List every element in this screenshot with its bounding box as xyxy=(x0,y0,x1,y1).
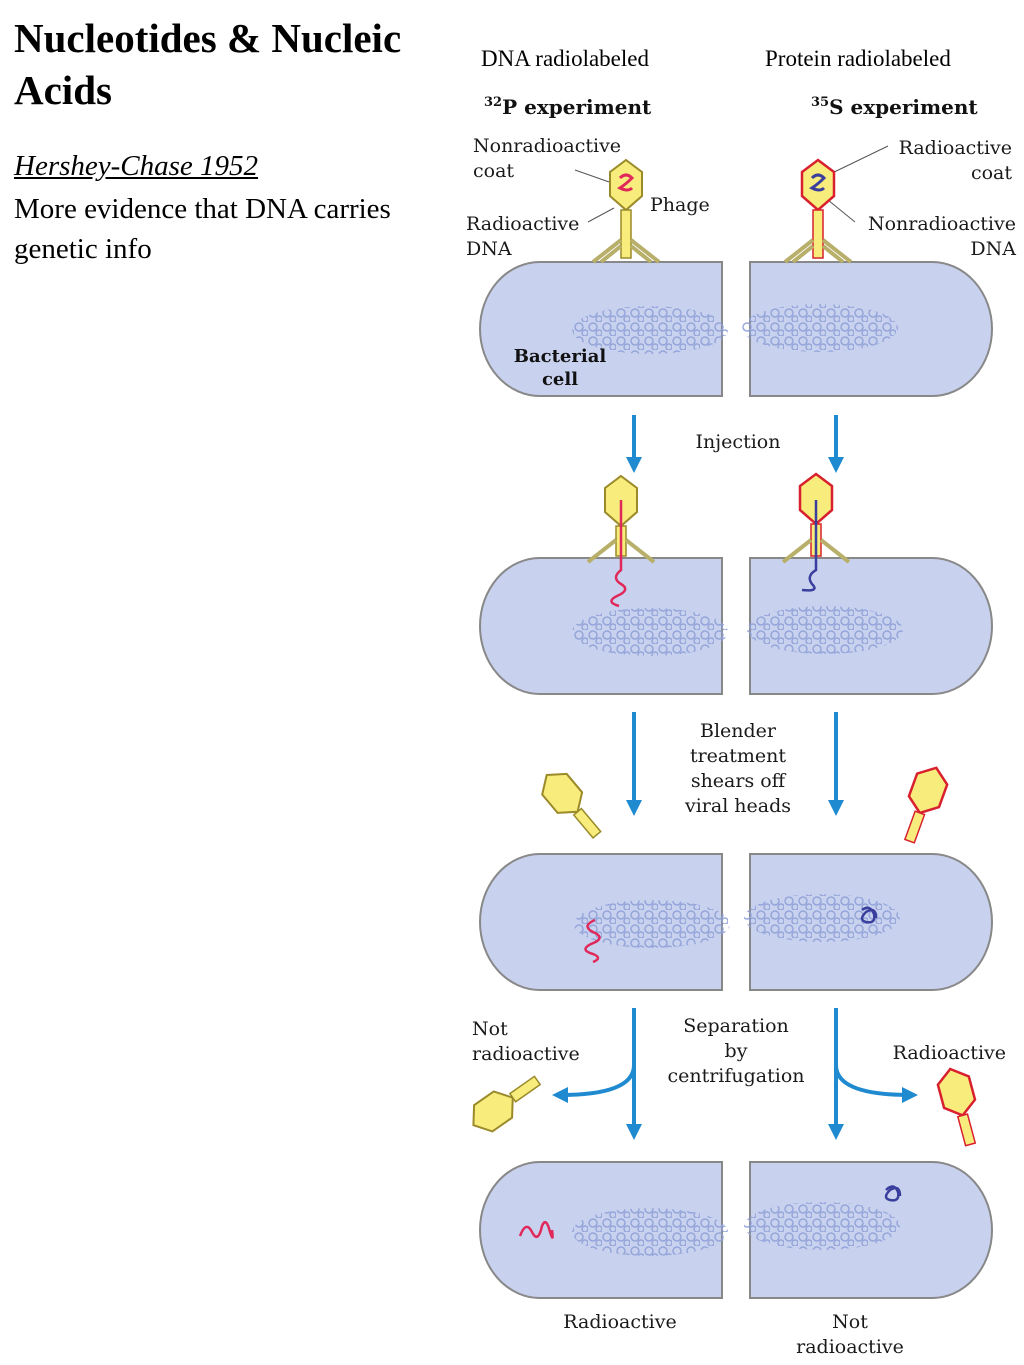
radioactive-dna-inside-left xyxy=(584,918,601,964)
not-radioactive-label-2: radioactive xyxy=(472,1043,580,1065)
radioactive-dna-label-2: DNA xyxy=(466,238,512,260)
sheared-phage-right xyxy=(903,766,949,844)
page-title: Nucleotides & Nucleic Acids xyxy=(14,15,402,113)
left-experiment-title: 32P experiment xyxy=(484,95,652,119)
chromosome-left xyxy=(574,900,730,948)
bacterial-cell-label-1: Bacterial xyxy=(514,346,607,367)
sheared-phage-left xyxy=(541,772,602,840)
blender-label-2: treatment xyxy=(690,745,786,767)
description-text: More evidence that DNA carries genetic i… xyxy=(14,193,391,265)
dna-inside-right xyxy=(860,906,878,924)
dna-final-right xyxy=(884,1185,902,1202)
p32-isotope: 32 xyxy=(484,95,502,110)
phage-left-injecting xyxy=(586,474,656,608)
nonradioactive-dna-label-2: DNA xyxy=(970,238,1016,260)
not-radioactive-label-1: Not xyxy=(472,1018,508,1040)
right-experiment-title: 35S experiment xyxy=(811,95,978,119)
chromosome-left xyxy=(572,608,728,656)
bottom-radioactive-label: Radioactive xyxy=(563,1311,676,1333)
chromosome-right xyxy=(742,304,898,352)
phage-right-attached xyxy=(783,158,853,264)
bottom-not-radioactive-label-2: radioactive xyxy=(796,1336,904,1358)
blender-label-4: viral heads xyxy=(684,795,791,817)
separation-label-1: Separation xyxy=(683,1015,789,1037)
radioactive-dna-final-left xyxy=(518,1220,554,1239)
phage-label: Phage xyxy=(650,194,710,216)
chromosome-left xyxy=(572,306,728,354)
leader-line xyxy=(587,207,615,223)
radioactive-coat-label-1: Radioactive xyxy=(899,137,1012,159)
blender-label-1: Blender xyxy=(700,720,777,742)
separated-phage-left xyxy=(472,1075,542,1133)
leader-line xyxy=(827,199,856,223)
chromosome-right xyxy=(747,606,903,654)
radioactive-dna-label-1: Radioactive xyxy=(466,213,579,235)
phage-left-attached xyxy=(591,158,661,264)
left-column-heading: DNA radiolabeled xyxy=(481,46,649,71)
right-column-heading: Protein radiolabeled xyxy=(765,46,951,71)
separation-label-2: by xyxy=(725,1040,748,1062)
s35-isotope: 35 xyxy=(811,95,829,110)
nonradioactive-dna-label-1: Nonradioactive xyxy=(868,213,1016,235)
chromosome-right xyxy=(744,894,900,942)
s35-label: S experiment xyxy=(829,95,978,119)
phage-right-injecting xyxy=(781,472,851,592)
nonradioactive-coat-label-1: Nonradioactive xyxy=(473,135,621,157)
injection-label: Injection xyxy=(696,431,781,453)
radioactive-label-right: Radioactive xyxy=(893,1042,1006,1064)
blender-label-3: shears off xyxy=(691,770,787,792)
leader-line xyxy=(825,145,889,177)
separation-label-3: centrifugation xyxy=(667,1065,804,1087)
separated-phage-right xyxy=(936,1067,977,1147)
chromosome-left xyxy=(572,1208,728,1256)
radioactive-coat-label-2: coat xyxy=(971,162,1012,184)
chromosome-right xyxy=(744,1202,900,1250)
bottom-not-radioactive-label-1: Not xyxy=(832,1311,868,1333)
experiment-subtitle: Hershey-Chase 1952 xyxy=(14,150,259,182)
p32-label: P experiment xyxy=(502,95,652,119)
bacterial-cell-label-2: cell xyxy=(542,369,578,390)
nonradioactive-coat-label-2: coat xyxy=(473,160,514,182)
leader-line xyxy=(574,169,613,184)
